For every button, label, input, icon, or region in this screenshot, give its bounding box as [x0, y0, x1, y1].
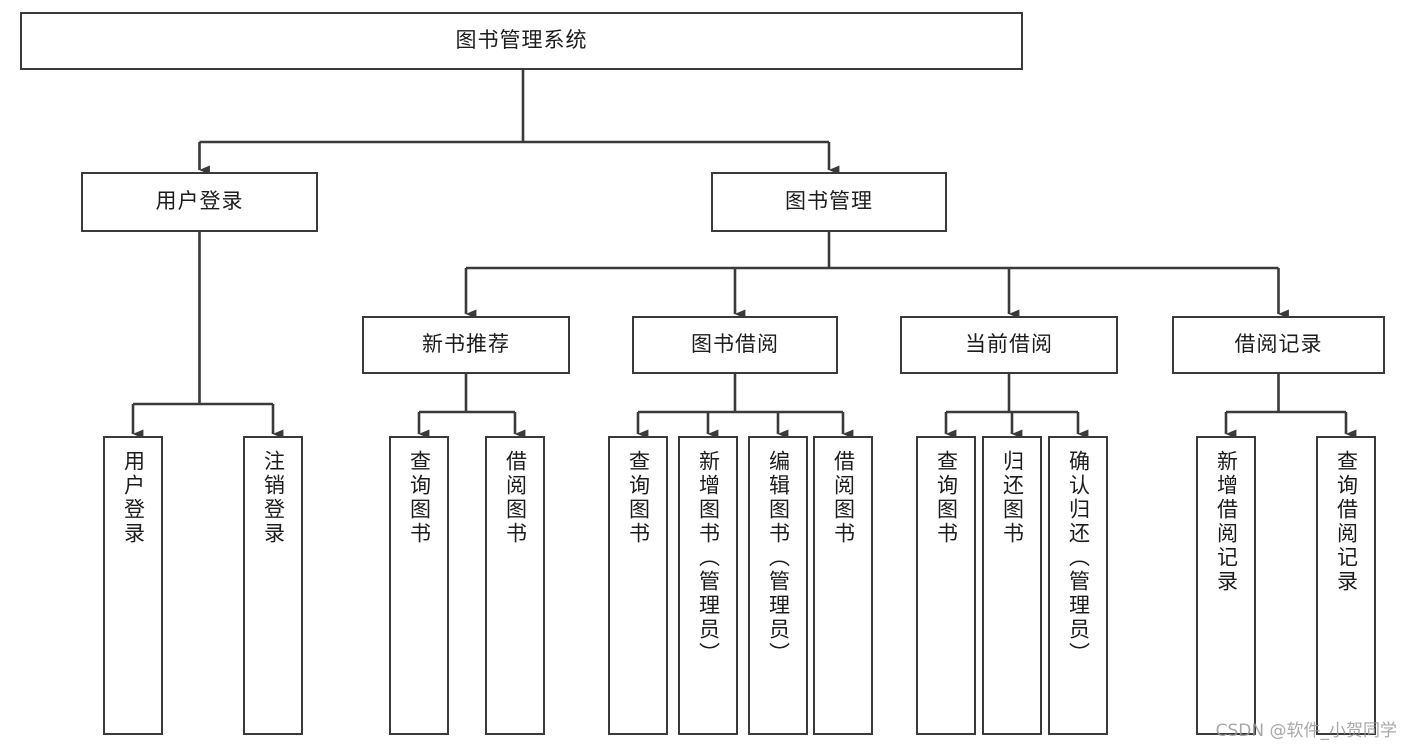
leaf-node-9[interactable]: 查询图书	[916, 436, 976, 735]
node-label: 查询图书	[407, 450, 432, 546]
node-label: 用户登录	[155, 189, 244, 214]
node-label: 新增图书（管理员）	[696, 450, 721, 666]
node-label: 查询图书	[934, 450, 959, 546]
node-label: 新书推荐	[422, 332, 510, 357]
leaf-node-3[interactable]: 查询图书	[389, 436, 449, 735]
level3-node-3[interactable]: 当前借阅	[900, 316, 1118, 374]
node-label: 注销登录	[261, 450, 286, 546]
node-label: 借阅图书	[503, 450, 528, 546]
node-label: 当前借阅	[965, 332, 1053, 357]
node-label: 新增借阅记录	[1214, 450, 1239, 594]
node-label: 归还图书	[1000, 450, 1025, 546]
node-label: 确认归还（管理员）	[1066, 450, 1091, 666]
level2-node-2[interactable]: 图书管理	[711, 172, 947, 232]
level3-node-2[interactable]: 图书借阅	[632, 316, 838, 374]
node-label: 图书管理系统	[455, 28, 588, 53]
node-label: 借阅图书	[831, 450, 856, 546]
leaf-node-7[interactable]: 编辑图书（管理员）	[748, 436, 808, 735]
node-label: 图书管理	[785, 189, 873, 214]
level2-node-1[interactable]: 用户登录	[81, 172, 318, 232]
node-label: 图书借阅	[691, 332, 779, 357]
leaf-node-10[interactable]: 归还图书	[982, 436, 1042, 735]
node-label: 借阅记录	[1234, 332, 1323, 357]
root-node-book-management-system[interactable]: 图书管理系统	[20, 12, 1023, 70]
leaf-node-5[interactable]: 查询图书	[608, 436, 668, 735]
leaf-node-8[interactable]: 借阅图书	[813, 436, 873, 735]
node-label: 编辑图书（管理员）	[766, 450, 791, 666]
level3-node-4[interactable]: 借阅记录	[1172, 316, 1385, 374]
leaf-node-1[interactable]: 用户登录	[103, 436, 163, 735]
leaf-node-2[interactable]: 注销登录	[243, 436, 303, 735]
leaf-node-4[interactable]: 借阅图书	[485, 436, 545, 735]
leaf-node-11[interactable]: 确认归还（管理员）	[1048, 436, 1108, 735]
node-label: 查询借阅记录	[1334, 450, 1359, 594]
level3-node-1[interactable]: 新书推荐	[362, 316, 570, 374]
node-label: 用户登录	[121, 450, 146, 546]
leaf-node-12[interactable]: 新增借阅记录	[1196, 436, 1256, 735]
leaf-node-6[interactable]: 新增图书（管理员）	[678, 436, 738, 735]
leaf-node-13[interactable]: 查询借阅记录	[1316, 436, 1376, 735]
node-label: 查询图书	[626, 450, 651, 546]
